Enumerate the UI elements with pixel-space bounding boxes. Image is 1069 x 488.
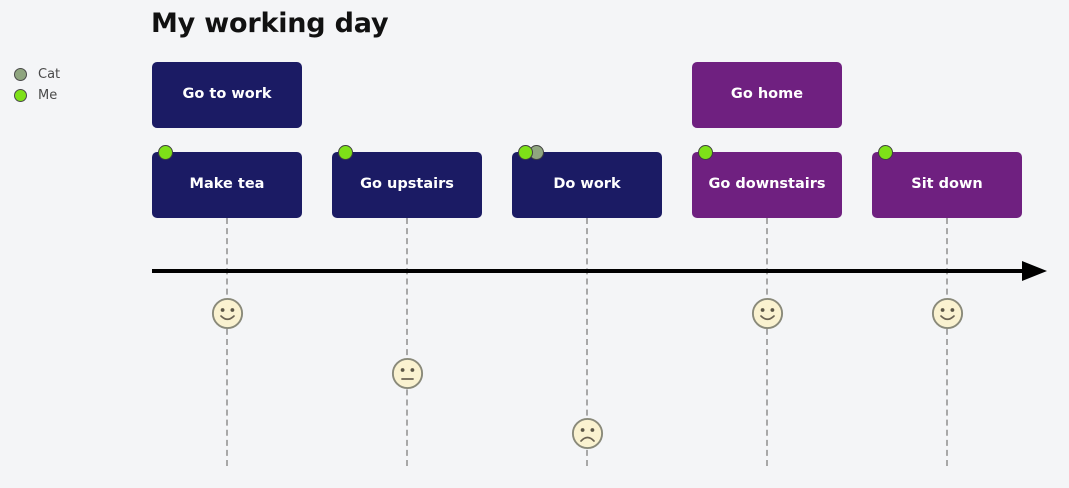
legend-swatch-cat-icon	[14, 68, 27, 81]
participant-marker-me[interactable]	[158, 145, 173, 160]
legend-label-cat: Cat	[38, 67, 61, 82]
task-box[interactable]: Go to work	[152, 62, 302, 128]
task-box-label: Go home	[730, 86, 804, 103]
task-connector-line	[946, 218, 948, 466]
legend-swatch-me-icon	[14, 89, 27, 102]
participant-marker-me[interactable]	[698, 145, 713, 160]
legend-label-me: Me	[38, 88, 58, 103]
task-box-label: Go to work	[182, 86, 272, 103]
task-connector-line	[226, 218, 228, 466]
task-connector-line	[586, 218, 588, 466]
emotion-face-neutral-icon	[391, 357, 424, 390]
legend: Cat Me	[14, 64, 124, 106]
arrow-right-icon	[1022, 261, 1047, 281]
task-box-label: Make tea	[189, 176, 265, 193]
page-title: My working day	[151, 8, 389, 39]
task-box-label: Sit down	[911, 176, 983, 193]
emotion-face-happy-icon	[211, 297, 244, 330]
participant-marker-me[interactable]	[338, 145, 353, 160]
task-box[interactable]: Go downstairs	[692, 152, 842, 218]
emotion-face-happy-icon	[751, 297, 784, 330]
task-connector-line	[766, 218, 768, 466]
timeline-axis-line	[152, 269, 1027, 273]
task-box-label: Go upstairs	[360, 176, 454, 193]
emotion-face-sad-icon	[571, 417, 604, 450]
participant-marker-me[interactable]	[878, 145, 893, 160]
task-box[interactable]: Sit down	[872, 152, 1022, 218]
task-box[interactable]: Make tea	[152, 152, 302, 218]
task-box[interactable]: Go upstairs	[332, 152, 482, 218]
participant-marker-me[interactable]	[518, 145, 533, 160]
legend-item-cat[interactable]: Cat	[14, 64, 124, 85]
task-box[interactable]: Do work	[512, 152, 662, 218]
task-box[interactable]: Go home	[692, 62, 842, 128]
emotion-face-happy-icon	[931, 297, 964, 330]
legend-item-me[interactable]: Me	[14, 85, 124, 106]
task-box-label: Do work	[553, 176, 621, 193]
task-connector-line	[406, 218, 408, 466]
task-box-label: Go downstairs	[708, 176, 826, 193]
